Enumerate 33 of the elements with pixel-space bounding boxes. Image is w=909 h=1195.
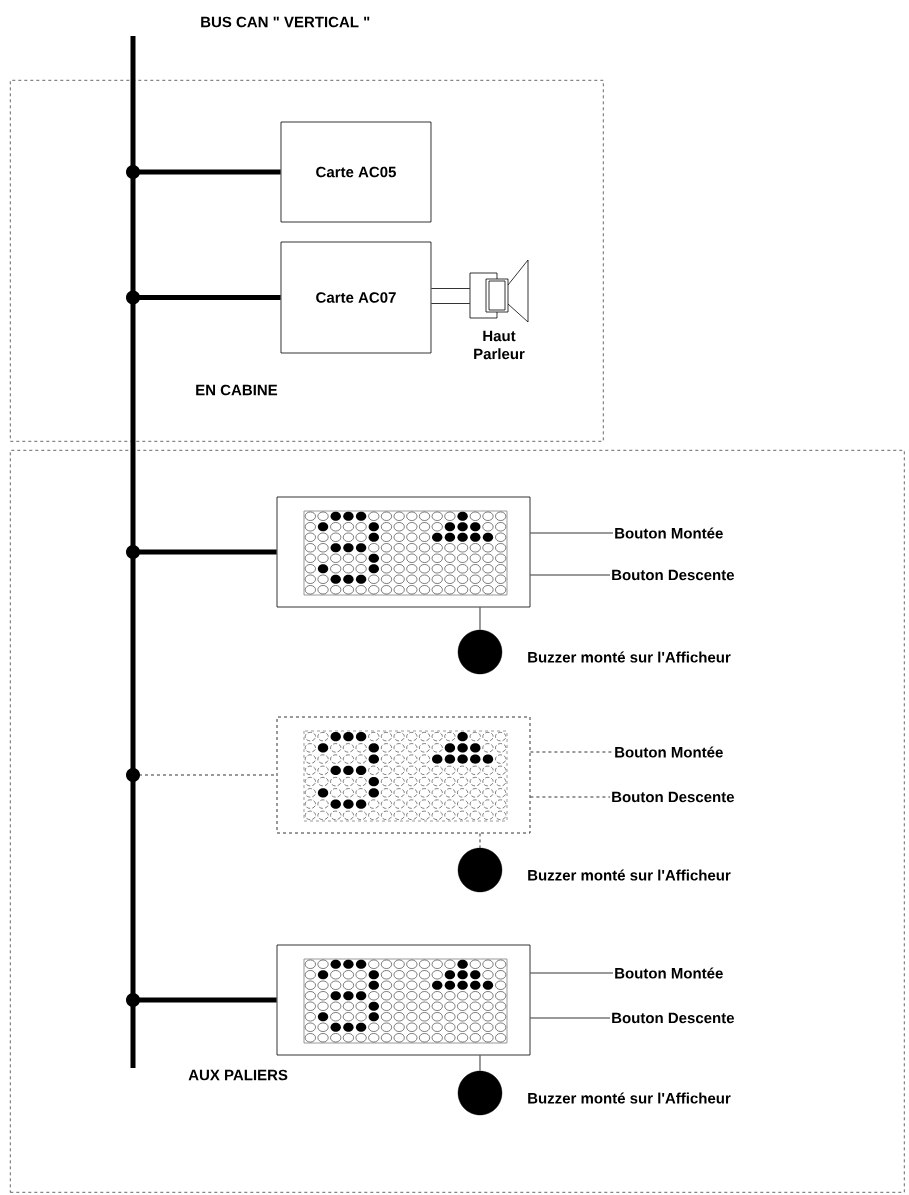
leader-line bbox=[479, 1055, 481, 1072]
speaker-label: Haut Parleur bbox=[474, 330, 525, 360]
leader-line bbox=[530, 796, 611, 798]
button-label: Bouton Descente bbox=[612, 1012, 734, 1024]
buzzer-label: Buzzer monté sur l'Afficheur bbox=[528, 1092, 731, 1104]
bus-connection bbox=[126, 993, 277, 1007]
dot-matrix-display bbox=[276, 944, 531, 1056]
dot-matrix-display bbox=[276, 716, 531, 834]
leader-line bbox=[530, 751, 614, 753]
bus-connection bbox=[126, 768, 277, 782]
bus-connection bbox=[126, 165, 281, 179]
button-label: Bouton Montée bbox=[615, 746, 723, 758]
bus-connection bbox=[126, 290, 281, 305]
group-label: EN CABINE bbox=[196, 384, 278, 396]
buzzer-label: Buzzer monté sur l'Afficheur bbox=[528, 869, 731, 881]
buzzer-label: Buzzer monté sur l'Afficheur bbox=[528, 651, 731, 663]
leader-line bbox=[530, 1017, 611, 1019]
leader-line bbox=[530, 532, 614, 534]
dot-matrix-display bbox=[276, 496, 531, 608]
button-label: Bouton Descente bbox=[612, 791, 734, 803]
button-label: Bouton Montée bbox=[615, 967, 723, 979]
leader-line bbox=[530, 574, 611, 576]
leader-line bbox=[530, 972, 614, 974]
button-label: Bouton Montée bbox=[615, 527, 723, 539]
button-label: Bouton Descente bbox=[612, 569, 734, 581]
group-label: AUX PALIERS bbox=[188, 1069, 288, 1081]
bus-connection bbox=[126, 545, 277, 559]
card-box: Carte AC05 bbox=[280, 121, 432, 223]
leader-line bbox=[479, 607, 481, 631]
cable bbox=[431, 288, 471, 304]
card-box: Carte AC07 bbox=[280, 241, 432, 354]
bus-label: BUS CAN " VERTICAL " bbox=[201, 16, 370, 28]
leader-line bbox=[479, 833, 481, 849]
